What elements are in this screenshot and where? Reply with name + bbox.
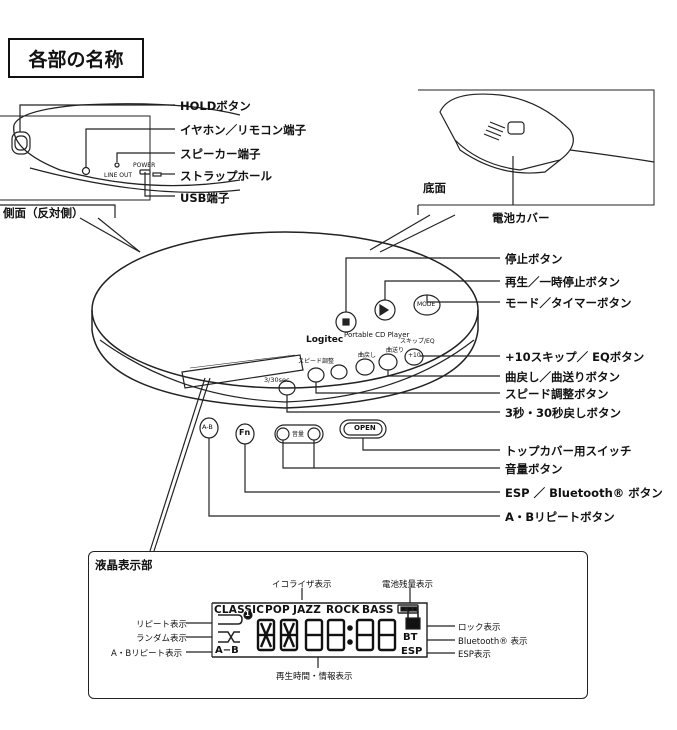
label-skip10-eq-button: +10スキップ／ EQボタン: [505, 350, 645, 364]
label-ab-repeat-button: A・Bリピートボタン: [505, 510, 615, 524]
bt-indicator: BT: [403, 632, 418, 643]
eq-bass: BASS: [362, 604, 394, 616]
eq-pop: POP: [265, 604, 290, 616]
bottom-view-caption: 底面: [423, 181, 446, 195]
label-speed-button: スピード調整ボタン: [505, 387, 609, 401]
page-title: 各部の名称: [8, 38, 144, 78]
esp-indicator: ESP: [401, 646, 423, 657]
side-view-caption: 側面（反対側）: [3, 206, 84, 220]
callout-lock: ロック表示: [458, 623, 501, 633]
port-text-lineout: LINE OUT: [104, 172, 133, 179]
callout-ab-repeat: A・Bリピート表示: [111, 649, 183, 659]
label-top-cover-switch: トップカバー用スイッチ: [505, 444, 632, 458]
callout-bluetooth: Bluetooth® 表示: [458, 637, 528, 647]
skip10-button-text[interactable]: +10: [408, 352, 421, 359]
label-prev-next-button: 曲戻し／曲送りボタン: [505, 370, 620, 384]
open-switch-text[interactable]: OPEN: [354, 424, 376, 432]
lcd-section: [88, 551, 588, 699]
label-usb-port: USB端子: [180, 191, 230, 205]
label-volume-button: 音量ボタン: [505, 462, 563, 476]
skip10-text: スキップ/EQ: [400, 338, 435, 345]
callout-playtime: 再生時間・情報表示: [276, 672, 353, 682]
repeat-one-indicator: 1: [245, 610, 250, 618]
skip-back-text: 曲戻し: [358, 352, 377, 359]
back-sec-text: 3/30sec: [264, 376, 290, 384]
label-play-pause-button: 再生／一時停止ボタン: [505, 275, 620, 289]
label-battery-cover: 電池カバー: [492, 211, 550, 225]
ab-button-text[interactable]: A-B: [202, 423, 213, 431]
lcd-digits: [256, 618, 397, 652]
eq-classic: CLASSIC: [214, 604, 265, 616]
label-speaker-jack: スピーカー端子: [180, 147, 261, 161]
speed-adjust-text: スピード調整: [298, 358, 335, 365]
fn-button-text[interactable]: Fn: [239, 428, 251, 437]
ab-indicator: A−B: [215, 645, 239, 656]
label-mode-timer-button: モード／タイマーボタン: [505, 296, 632, 310]
label-earphone-jack: イヤホン／リモコン端子: [180, 123, 307, 137]
label-strap-hole: ストラップホール: [180, 169, 272, 183]
volume-text: 音量: [292, 431, 305, 438]
eq-jazz: JAZZ: [293, 604, 322, 616]
model-text: Portable CD Player: [344, 331, 410, 339]
callout-esp: ESP表示: [458, 650, 491, 660]
label-hold-button: HOLDボタン: [180, 99, 251, 113]
skip-fwd-text: 曲送り: [386, 347, 405, 354]
callout-random: ランダム表示: [136, 634, 188, 644]
callout-eq-display: イコライザ表示: [272, 580, 332, 590]
label-esp-bt-button: ESP ／ Bluetooth® ボタン: [505, 486, 663, 500]
eq-rock: ROCK: [326, 604, 360, 616]
port-text-power: POWER: [133, 162, 156, 169]
callout-repeat: リピート表示: [136, 620, 188, 630]
mode-button-text[interactable]: MODE: [417, 301, 436, 308]
label-rewind-button: 3秒・30秒戻しボタン: [505, 406, 622, 420]
callout-battery-display: 電池残量表示: [382, 580, 434, 590]
brand-logo: Logitec: [306, 335, 344, 345]
lcd-section-title: 液晶表示部: [95, 558, 153, 572]
label-stop-button: 停止ボタン: [505, 252, 563, 266]
